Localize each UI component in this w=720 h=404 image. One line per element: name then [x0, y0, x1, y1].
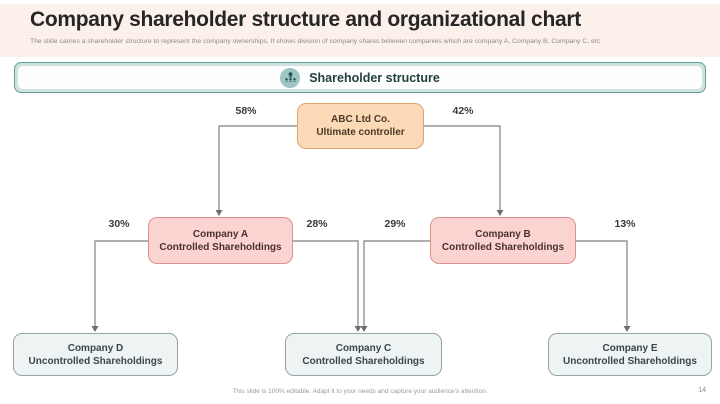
node-company-e: Company E Uncontrolled Shareholdings [548, 333, 712, 376]
footer-note: This slide is 100% editable. Adapt it to… [232, 388, 488, 395]
node-company-c-line1: Company C [335, 342, 392, 354]
people-group-icon [280, 67, 301, 88]
node-company-b-line2: Controlled Shareholdings [441, 241, 565, 253]
banner-inner: Shareholder structure [18, 66, 702, 89]
banner-label: Shareholder structure [309, 70, 440, 85]
node-company-e-line1: Company E [602, 342, 658, 354]
share-label-a-to-c: 28% [306, 218, 328, 230]
shareholder-structure-banner: Shareholder structure [14, 62, 706, 93]
title-band [0, 4, 720, 57]
node-company-d-line2: Uncontrolled Shareholdings [28, 355, 163, 367]
share-label-b-to-e: 13% [614, 218, 636, 230]
share-label-abc-to-a: 58% [235, 105, 257, 117]
node-company-c: Company C Controlled Shareholdings [285, 333, 442, 376]
node-company-c-line2: Controlled Shareholdings [302, 355, 425, 367]
node-abc-ltd: ABC Ltd Co. Ultimate controller [297, 103, 424, 149]
node-company-d: Company D Uncontrolled Shareholdings [13, 333, 178, 376]
node-company-d-line1: Company D [67, 342, 124, 354]
share-label-a-to-d: 30% [108, 218, 130, 230]
share-label-b-to-c: 29% [384, 218, 406, 230]
page-number: 14 [698, 387, 706, 394]
node-abc-line1: ABC Ltd Co. [331, 114, 390, 125]
node-abc-line2: Ultimate controller [316, 127, 405, 138]
node-company-e-line2: Uncontrolled Shareholdings [563, 355, 697, 367]
share-label-abc-to-b: 42% [452, 105, 474, 117]
node-company-a-line1: Company A [192, 228, 249, 240]
node-company-a: Company A Controlled Shareholdings [148, 217, 293, 264]
node-company-b: Company B Controlled Shareholdings [430, 217, 576, 264]
page-title: Company shareholder structure and organi… [30, 8, 581, 31]
node-company-a-line2: Controlled Shareholdings [159, 241, 282, 253]
org-chart: ABC Ltd Co. Ultimate controller Company … [0, 95, 720, 385]
node-company-b-line1: Company B [475, 228, 531, 240]
page-subtitle: The slide carries a shareholder structur… [30, 38, 601, 45]
connector-lines [91, 125, 631, 332]
